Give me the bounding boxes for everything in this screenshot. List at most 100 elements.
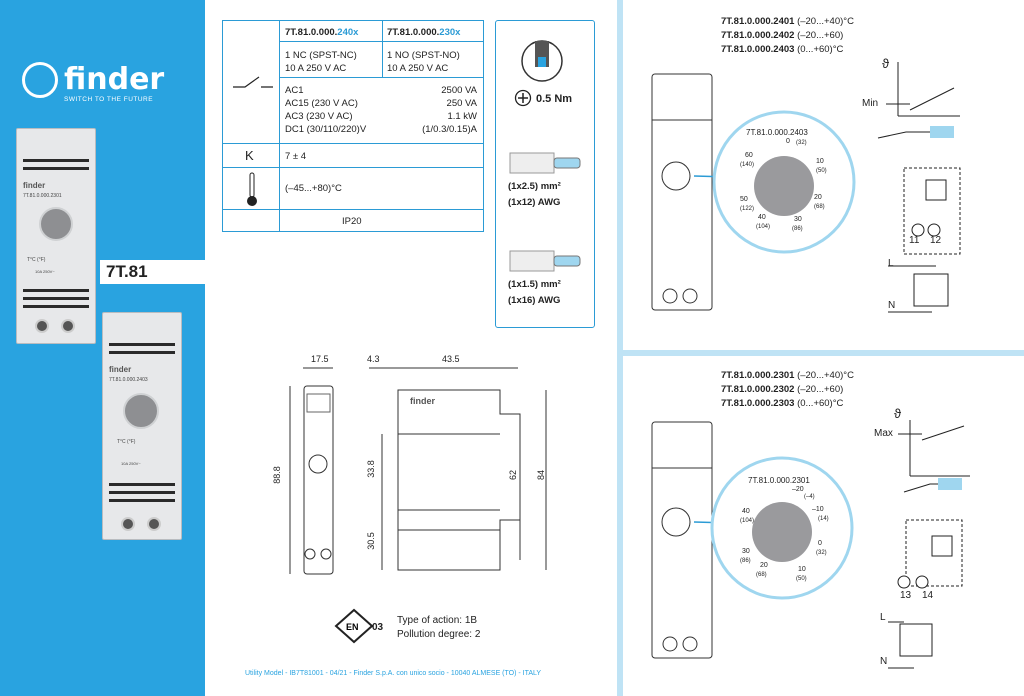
top-right-diagram: [651, 62, 961, 313]
contact-symbol-icon: [233, 76, 273, 88]
device-rating: 10A 250V~: [121, 461, 141, 466]
device-id: 7T.81.0.000.2301: [23, 193, 62, 199]
model-badge: 7T.81: [100, 260, 205, 284]
device-label: T°C (°F): [27, 257, 46, 263]
dial-tick: 40: [742, 508, 750, 515]
dial-tick: (104): [740, 518, 755, 524]
wire-icon: [509, 250, 581, 272]
wire2-mm: (1x1.5) mm²: [508, 279, 561, 290]
divider-vertical: [617, 0, 623, 696]
dimension-drawing: finder: [289, 367, 547, 575]
dim-h5: 84: [536, 469, 547, 481]
neutral-label: N: [888, 300, 896, 311]
terminal-label: 13: [900, 590, 912, 601]
spec-table: 7T.81.0.000.240x 7T.81.0.000.230x 1 NC (…: [222, 20, 484, 232]
device-id: 7T.81.0.000.2403: [109, 377, 148, 383]
load-label: DC1 (30/110/220)V: [285, 124, 367, 135]
terminal-screw: [61, 319, 75, 333]
cert-action: Type of action: 1B: [397, 615, 478, 626]
dial-tick: 10: [816, 158, 824, 165]
head-right: 7T.81.0.000.230x: [387, 27, 461, 38]
dial-tick: (50): [796, 576, 807, 582]
dim-offset: 4.3: [367, 354, 380, 364]
dim-height: 88.8: [271, 466, 282, 484]
dial-knob: [123, 393, 159, 429]
load-label: AC3 (230 V AC): [285, 111, 353, 122]
terminal-screw: [121, 517, 135, 531]
svg-text:finder: finder: [410, 396, 435, 406]
dial-tick: 50: [740, 196, 748, 203]
terminal-label: 12: [930, 235, 942, 246]
contact-right-1: 1 NO (SPST-NO): [387, 50, 460, 61]
wiring-box: 0.5 Nm (1x2.5) mm² (1x12) AWG (1x1.5) mm…: [495, 20, 595, 328]
contact-right-2: 10 A 250 V AC: [387, 63, 449, 74]
dim-width: 17.5: [311, 354, 329, 364]
dial-tick: –20: [792, 486, 804, 493]
dial-tick: (14): [818, 516, 829, 522]
dial-code: 7T.81.0.000.2403: [746, 128, 808, 137]
terminal-screw: [35, 319, 49, 333]
load-value: 250 VA: [446, 98, 477, 109]
dial-tick: (86): [792, 226, 803, 232]
device-label: T°C (°F): [117, 439, 136, 445]
load-label: AC15 (230 V AC): [285, 98, 358, 109]
torque-value: 0.5 Nm: [536, 93, 573, 105]
dial-tick: 0: [786, 138, 790, 145]
head-left: 7T.81.0.000.240x: [285, 27, 359, 38]
terminal-label: 14: [922, 590, 934, 601]
k-symbol: K: [245, 148, 254, 163]
dial-tick: 30: [742, 548, 750, 555]
code-row: 7T.81.0.000.2401 (–20...+40)°C: [721, 16, 854, 27]
logo-tagline: SWITCH TO THE FUTURE: [64, 96, 154, 103]
dial-tick: 0: [818, 540, 822, 547]
dial-tick: 20: [814, 194, 822, 201]
load-value: 1.1 kW: [447, 111, 477, 122]
device-photo-side: finder 7T.81.0.000.2403 T°C (°F) 10A 250…: [102, 312, 182, 540]
contact-left-2: 10 A 250 V AC: [285, 63, 347, 74]
load-label: AC1: [285, 85, 304, 96]
terminal-screw: [147, 517, 161, 531]
device-rating: 10A 250V~: [35, 269, 55, 274]
code-row: 7T.81.0.000.2403 (0...+60)°C: [721, 44, 844, 55]
line-label: L: [888, 258, 894, 269]
dial-tick: (68): [814, 204, 825, 210]
dial-tick: (32): [816, 550, 827, 556]
logo-mark-icon: [22, 62, 58, 98]
wire2-awg: (1x16) AWG: [508, 295, 561, 306]
load-value: 2500 VA: [441, 85, 477, 96]
dial-tick: –10: [812, 506, 824, 513]
device-logo: finder: [23, 181, 46, 190]
dim-h4: 62: [508, 469, 519, 481]
temp-range: (–45...+80)°C: [285, 183, 342, 194]
enec-cert-icon: EN: [334, 608, 374, 644]
terminal-label: 11: [909, 235, 920, 246]
k-value: 7 ± 4: [285, 151, 307, 162]
finder-logo: finder SWITCH TO THE FUTURE: [22, 60, 192, 110]
wire1-mm: (1x2.5) mm²: [508, 181, 561, 192]
screwdriver-icon: [521, 40, 563, 82]
contact-left-1: 1 NC (SPST-NC): [285, 50, 357, 61]
dial-tick: 20: [760, 562, 768, 569]
theta-symbol: ϑ: [882, 56, 890, 71]
thermometer-icon: [247, 172, 257, 206]
dial-tick: 60: [745, 152, 753, 159]
dim-depth: 43.5: [442, 354, 460, 364]
theta-symbol: ϑ: [894, 406, 902, 421]
line-label: L: [880, 612, 886, 623]
device-logo: finder: [109, 365, 132, 374]
wire1-awg: (1x12) AWG: [508, 197, 561, 208]
dial-tick: 30: [794, 216, 802, 223]
graph-label: Min: [862, 98, 879, 109]
neutral-label: N: [880, 656, 888, 667]
dial-tick: (122): [740, 206, 755, 212]
phillips-icon: [514, 89, 532, 107]
dial-tick: (140): [740, 162, 755, 168]
dial-tick: 10: [798, 566, 806, 573]
dial-tick: (86): [740, 558, 751, 564]
logo-wordmark: finder: [64, 62, 165, 97]
divider-horizontal: [620, 350, 1024, 356]
device-photo-front: finder 7T.81.0.000.2301 T°C (°F) 10A 250…: [16, 128, 96, 344]
wire-icon: [509, 152, 581, 174]
dial-code: 7T.81.0.000.2301: [748, 476, 810, 485]
code-row: 7T.81.0.000.2303 (0...+60)°C: [721, 398, 844, 409]
